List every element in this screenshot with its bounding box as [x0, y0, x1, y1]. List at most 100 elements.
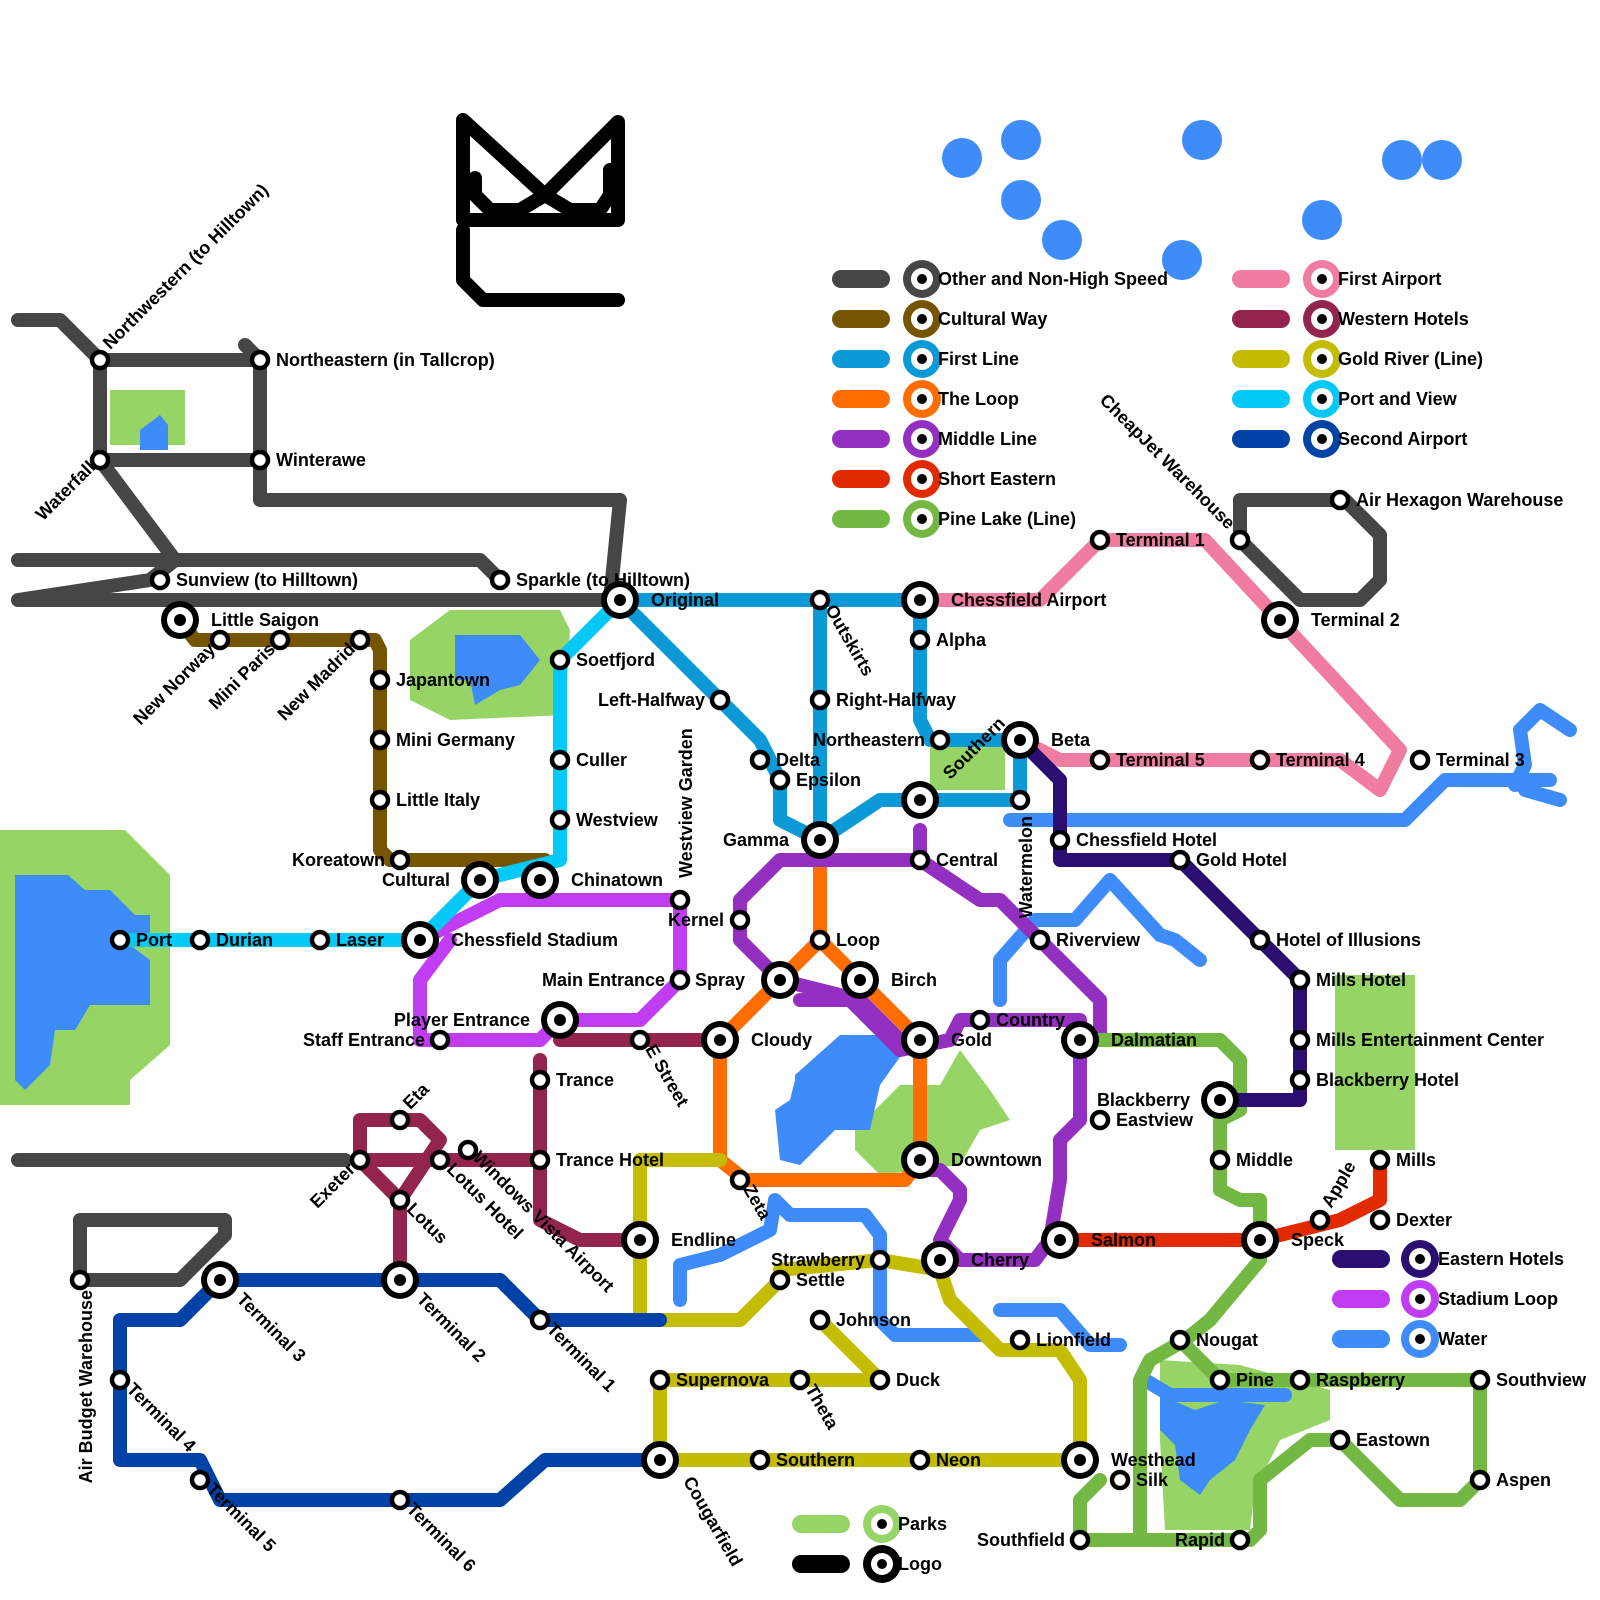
station-cheapjet-warehouse[interactable]: CheapJet Warehouse: [1096, 390, 1251, 551]
station-label: Chessfield Stadium: [451, 930, 618, 950]
station-left-halfway[interactable]: Left-Halfway: [598, 689, 731, 711]
station-silk[interactable]: Silk: [1109, 1469, 1169, 1491]
station-label: Hotel of Illusions: [1276, 930, 1421, 950]
station-loop[interactable]: Loop: [809, 929, 880, 951]
station-sparkle-to-hilltown[interactable]: Sparkle (to Hilltown): [489, 569, 690, 591]
station-westview[interactable]: Westview: [549, 809, 659, 831]
station-label: Southview: [1496, 1370, 1587, 1390]
station-terminal-5[interactable]: Terminal 5: [1089, 749, 1205, 771]
line-gold-river: [633, 1153, 1087, 1467]
station-staff-entrance[interactable]: Staff Entrance: [303, 1029, 451, 1051]
station-player-entrance[interactable]: Player Entrance: [394, 1001, 579, 1039]
station-label: Terminal 1: [1116, 530, 1205, 550]
station-label: Settle: [796, 1270, 845, 1290]
station-label: Original: [651, 590, 719, 610]
station-northeastern[interactable]: Northeastern: [813, 729, 951, 751]
station-speck[interactable]: Speck: [1241, 1221, 1345, 1259]
station-mills[interactable]: Mills: [1369, 1149, 1436, 1171]
station-chinatown[interactable]: Chinatown: [521, 861, 663, 899]
station-country[interactable]: Country: [969, 1009, 1065, 1031]
station-southview[interactable]: Southview: [1469, 1369, 1587, 1391]
station-hotel-of-illusions[interactable]: Hotel of Illusions: [1249, 929, 1421, 951]
station-chessfield-stadium[interactable]: Chessfield Stadium: [401, 921, 618, 959]
station-gamma[interactable]: Gamma: [723, 821, 839, 859]
station-alpha[interactable]: Alpha: [909, 629, 987, 651]
station-delta[interactable]: Delta: [749, 749, 821, 771]
station-japantown[interactable]: Japantown: [369, 669, 490, 691]
station-middle[interactable]: Middle: [1209, 1149, 1293, 1171]
station-settle[interactable]: Settle: [769, 1269, 845, 1291]
station-kernel[interactable]: Kernel: [668, 909, 751, 931]
station-endline[interactable]: Endline: [621, 1221, 736, 1259]
station-trance[interactable]: Trance: [529, 1069, 614, 1091]
station-soetfjord[interactable]: Soetfjord: [549, 649, 655, 671]
station-gold[interactable]: Gold: [901, 1021, 992, 1059]
station-supernova[interactable]: Supernova: [649, 1369, 770, 1391]
station-label: Air Budget Warehouse: [76, 1290, 96, 1483]
station-koreatown[interactable]: Koreatown: [292, 849, 411, 871]
station-cherry[interactable]: Cherry: [921, 1241, 1029, 1279]
station-birch[interactable]: Birch: [841, 961, 937, 999]
station-terminal-5[interactable]: Terminal 5: [189, 1469, 280, 1556]
station-westhead[interactable]: Westhead: [1061, 1441, 1196, 1479]
station-nougat[interactable]: Nougat: [1169, 1329, 1258, 1351]
station-sunview-to-hilltown[interactable]: Sunview (to Hilltown): [149, 569, 358, 591]
station-mini-germany[interactable]: Mini Germany: [369, 729, 515, 751]
station-mills-entertainment-center[interactable]: Mills Entertainment Center: [1289, 1029, 1544, 1051]
station-terminal-1[interactable]: Terminal 1: [1089, 529, 1205, 551]
station-durian[interactable]: Durian: [189, 929, 273, 951]
station-strawberry[interactable]: Strawberry: [771, 1249, 891, 1271]
station-dexter[interactable]: Dexter: [1369, 1209, 1452, 1231]
station-blackberry-hotel[interactable]: Blackberry Hotel: [1289, 1069, 1459, 1091]
station-cloudy[interactable]: Cloudy: [701, 1021, 812, 1059]
station-new-norway[interactable]: New Norway: [129, 629, 231, 729]
line-western-hotels: [353, 1033, 727, 1287]
station-terminal-2[interactable]: Terminal 2: [1261, 601, 1400, 639]
station-raspberry[interactable]: Raspberry: [1289, 1369, 1405, 1391]
station-riverview[interactable]: Riverview: [1029, 929, 1141, 951]
station-little-saigon[interactable]: Little Saigon: [161, 601, 319, 639]
station-mills-hotel[interactable]: Mills Hotel: [1289, 969, 1406, 991]
station-laser[interactable]: Laser: [309, 929, 384, 951]
station-winterawe[interactable]: Winterawe: [249, 449, 366, 471]
station-dalmatian[interactable]: Dalmatian: [1061, 1021, 1197, 1059]
station-air-hexagon-warehouse[interactable]: Air Hexagon Warehouse: [1329, 489, 1563, 511]
station-original[interactable]: Original: [601, 581, 719, 619]
station-watermelon[interactable]: Watermelon: [1009, 789, 1036, 918]
station-main-entrance[interactable]: Main Entrance: [542, 969, 691, 991]
station-central[interactable]: Central: [909, 849, 998, 871]
station-waterfall[interactable]: Waterfall: [32, 449, 111, 524]
station-eastview[interactable]: Eastview: [1089, 1109, 1194, 1131]
station-terminal-4[interactable]: Terminal 4: [1249, 749, 1365, 771]
station-eastown[interactable]: Eastown: [1329, 1429, 1430, 1451]
station-rapid[interactable]: Rapid: [1175, 1529, 1251, 1551]
station-salmon[interactable]: Salmon: [1041, 1221, 1156, 1259]
station-port[interactable]: Port: [109, 929, 172, 951]
station-cultural[interactable]: Cultural: [382, 861, 499, 899]
station-beta[interactable]: Beta: [1001, 721, 1091, 759]
station-epsilon[interactable]: Epsilon: [769, 769, 861, 791]
water-dot: [1302, 200, 1342, 240]
station-spray[interactable]: Spray: [695, 961, 799, 999]
station-trance-hotel[interactable]: Trance Hotel: [529, 1149, 664, 1171]
station-gold-hotel[interactable]: Gold Hotel: [1169, 849, 1287, 871]
station-aspen[interactable]: Aspen: [1469, 1469, 1551, 1491]
station-johnson[interactable]: Johnson: [809, 1309, 911, 1331]
station-lionfield[interactable]: Lionfield: [1009, 1329, 1111, 1351]
station-duck[interactable]: Duck: [869, 1369, 941, 1391]
station-air-budget-warehouse[interactable]: Air Budget Warehouse: [69, 1269, 96, 1483]
station-southfield[interactable]: Southfield: [977, 1529, 1091, 1551]
station-pine[interactable]: Pine: [1209, 1369, 1274, 1391]
station-westview-garden[interactable]: Westview Garden: [669, 728, 696, 911]
station-chessfield-airport[interactable]: Chessfield Airport: [901, 581, 1106, 619]
station-little-italy[interactable]: Little Italy: [369, 789, 480, 811]
station-downtown[interactable]: Downtown: [901, 1141, 1042, 1179]
station-terminal-3[interactable]: Terminal 3: [1409, 749, 1525, 771]
station-northeastern-in-tallcrop[interactable]: Northeastern (in Tallcrop): [249, 349, 495, 371]
station-chessfield-hotel[interactable]: Chessfield Hotel: [1049, 829, 1217, 851]
station-neon[interactable]: Neon: [909, 1449, 981, 1471]
station-culler[interactable]: Culler: [549, 749, 627, 771]
station-southern[interactable]: Southern: [749, 1449, 855, 1471]
station-blackberry[interactable]: Blackberry: [1097, 1081, 1239, 1119]
station-right-halfway[interactable]: Right-Halfway: [809, 689, 956, 711]
